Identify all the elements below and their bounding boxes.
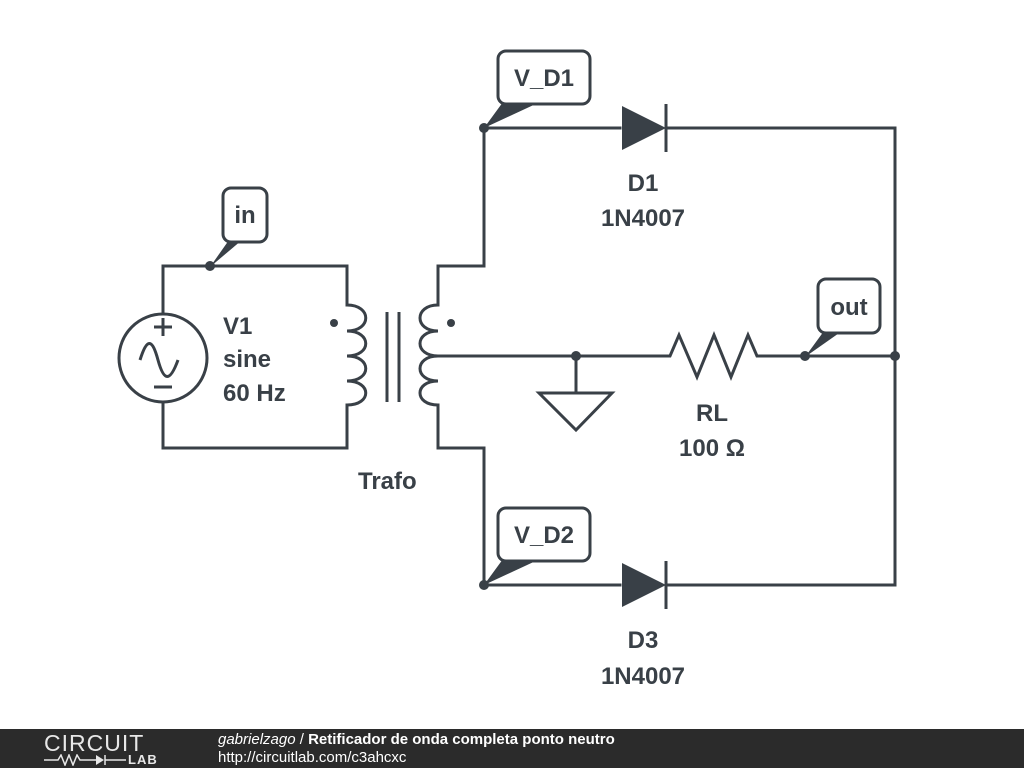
transformer-label: Trafo — [358, 468, 417, 495]
resistor-value-label: 100 Ω — [679, 435, 745, 462]
node-tag-v-d1-label: V_D1 — [514, 65, 574, 92]
circuitlab-logo-bottom: LAB — [128, 752, 158, 767]
junction-dot-v-d2 — [479, 580, 489, 590]
node-tag-in-label: in — [234, 202, 255, 229]
circuit-url-link[interactable]: http://circuitlab.com/c3ahcxc — [218, 749, 407, 766]
diode-d3-part: 1N4007 — [601, 663, 685, 690]
circuit-byline: gabrielzago / Retificador de onda comple… — [218, 731, 615, 749]
junction-dot-in — [205, 261, 215, 271]
source-frequency-label: 60 Hz — [223, 380, 286, 407]
diode-d3-name: D3 — [628, 627, 659, 654]
source-name-label: V1 — [223, 313, 252, 340]
resistor-rl[interactable] — [660, 331, 766, 381]
junction-dot-v-d1 — [479, 123, 489, 133]
diode-d3[interactable] — [622, 561, 668, 609]
circuit-title: Retificador de onda completa ponto neutr… — [308, 731, 615, 748]
diode-d1-name: D1 — [628, 170, 659, 197]
node-tag-v-d1[interactable]: V_D1 — [484, 49, 592, 128]
junction-dot-ground — [571, 351, 581, 361]
node-tag-v-d2[interactable]: V_D2 — [484, 506, 592, 585]
node-tag-out[interactable]: out — [805, 277, 882, 357]
transformer-trafo[interactable] — [330, 303, 455, 407]
circuitlab-logo-top[interactable]: CIRCUIT — [44, 730, 145, 756]
diode-d1-part: 1N4007 — [601, 205, 685, 232]
resistor-name-label: RL — [696, 400, 728, 427]
diode-d1[interactable] — [622, 104, 668, 152]
footer-bar: CIRCUIT LAB gabrielzago / Retificador de… — [0, 729, 1024, 768]
schematic-canvas: V1 sine 60 Hz in Trafo D1 1N4007 — [117, 49, 900, 690]
sine-source-v1[interactable] — [117, 312, 209, 404]
resistor-diode-logo-icon — [44, 754, 126, 766]
node-tag-out-label: out — [830, 294, 867, 321]
junction-dot-out — [800, 351, 810, 361]
node-tag-v-d2-label: V_D2 — [514, 522, 574, 549]
source-type-label: sine — [223, 346, 271, 373]
primary-wires — [161, 264, 349, 450]
junction-dot-right — [890, 351, 900, 361]
author-link[interactable]: gabrielzago — [218, 731, 296, 748]
ground-symbol — [535, 391, 616, 433]
byline-separator: / — [295, 731, 309, 748]
node-tag-in[interactable]: in — [210, 186, 269, 267]
